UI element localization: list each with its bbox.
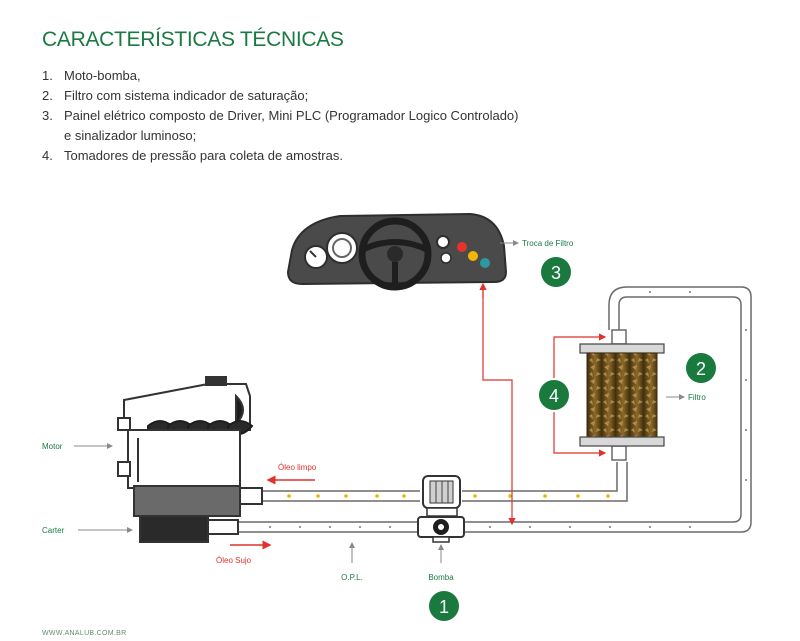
signal-lines xyxy=(479,282,607,526)
svg-text:3: 3 xyxy=(551,263,561,283)
list-item-number: 4. xyxy=(42,148,53,163)
list-item: 3. Painel elétrico composto de Driver, M… xyxy=(42,106,519,146)
engine xyxy=(117,376,263,543)
gauge-icon xyxy=(326,232,358,264)
list-item: 1. Moto-bomba, xyxy=(42,66,519,86)
bomba-label: Bomba xyxy=(428,573,454,582)
svg-text:1: 1 xyxy=(439,597,449,617)
pipes xyxy=(236,286,752,533)
motor-label: Motor xyxy=(42,442,63,451)
list-item-number: 1. xyxy=(42,68,53,83)
badge-3: 3 xyxy=(541,257,571,287)
list-item-continuation: e sinalizador luminoso; xyxy=(64,128,197,143)
troca-filtro-label: Troca de Filtro xyxy=(522,239,574,248)
dirty-oil-dots xyxy=(269,291,747,528)
oil-flow-dots xyxy=(287,494,610,498)
list-item-number: 3. xyxy=(42,108,53,123)
list-item-text: Moto-bomba, xyxy=(64,68,141,83)
list-item: 4. Tomadores de pressão para coleta de a… xyxy=(42,146,519,166)
red-light-icon xyxy=(457,242,467,252)
pump xyxy=(417,475,465,543)
gauge-icon xyxy=(436,235,450,249)
page-title: CARACTERÍSTICAS TÉCNICAS xyxy=(42,28,344,52)
yellow-light-icon xyxy=(468,251,478,261)
control-panel xyxy=(286,212,508,291)
list-item: 2. Filtro com sistema indicador de satur… xyxy=(42,86,519,106)
filter xyxy=(579,343,665,447)
footer-url: WWW.ANALUB.COM.BR xyxy=(42,630,127,637)
carter-label: Carter xyxy=(42,526,65,535)
features-list: 1. Moto-bomba, 2. Filtro com sistema ind… xyxy=(42,66,519,166)
oleo-limpo-label: Óleo limpo xyxy=(278,463,317,472)
list-item-text: Filtro com sistema indicador de saturaçã… xyxy=(64,88,309,103)
badge-1: 1 xyxy=(429,591,459,621)
svg-text:4: 4 xyxy=(549,386,559,406)
steering-wheel-icon xyxy=(358,217,432,291)
oleo-sujo-label: Óleo Sujo xyxy=(216,556,252,565)
svg-text:2: 2 xyxy=(696,359,706,379)
list-item-text: Tomadores de pressão para coleta de amos… xyxy=(64,148,343,163)
badge-2: 2 xyxy=(686,353,716,383)
filtro-label: Filtro xyxy=(688,393,706,402)
badge-4: 4 xyxy=(539,380,569,410)
list-item-number: 2. xyxy=(42,88,53,103)
opl-label: O.P.L. xyxy=(341,573,363,582)
green-light-icon xyxy=(480,258,490,268)
list-item-text: Painel elétrico composto de Driver, Mini… xyxy=(64,108,519,123)
gauge-icon xyxy=(440,252,452,264)
